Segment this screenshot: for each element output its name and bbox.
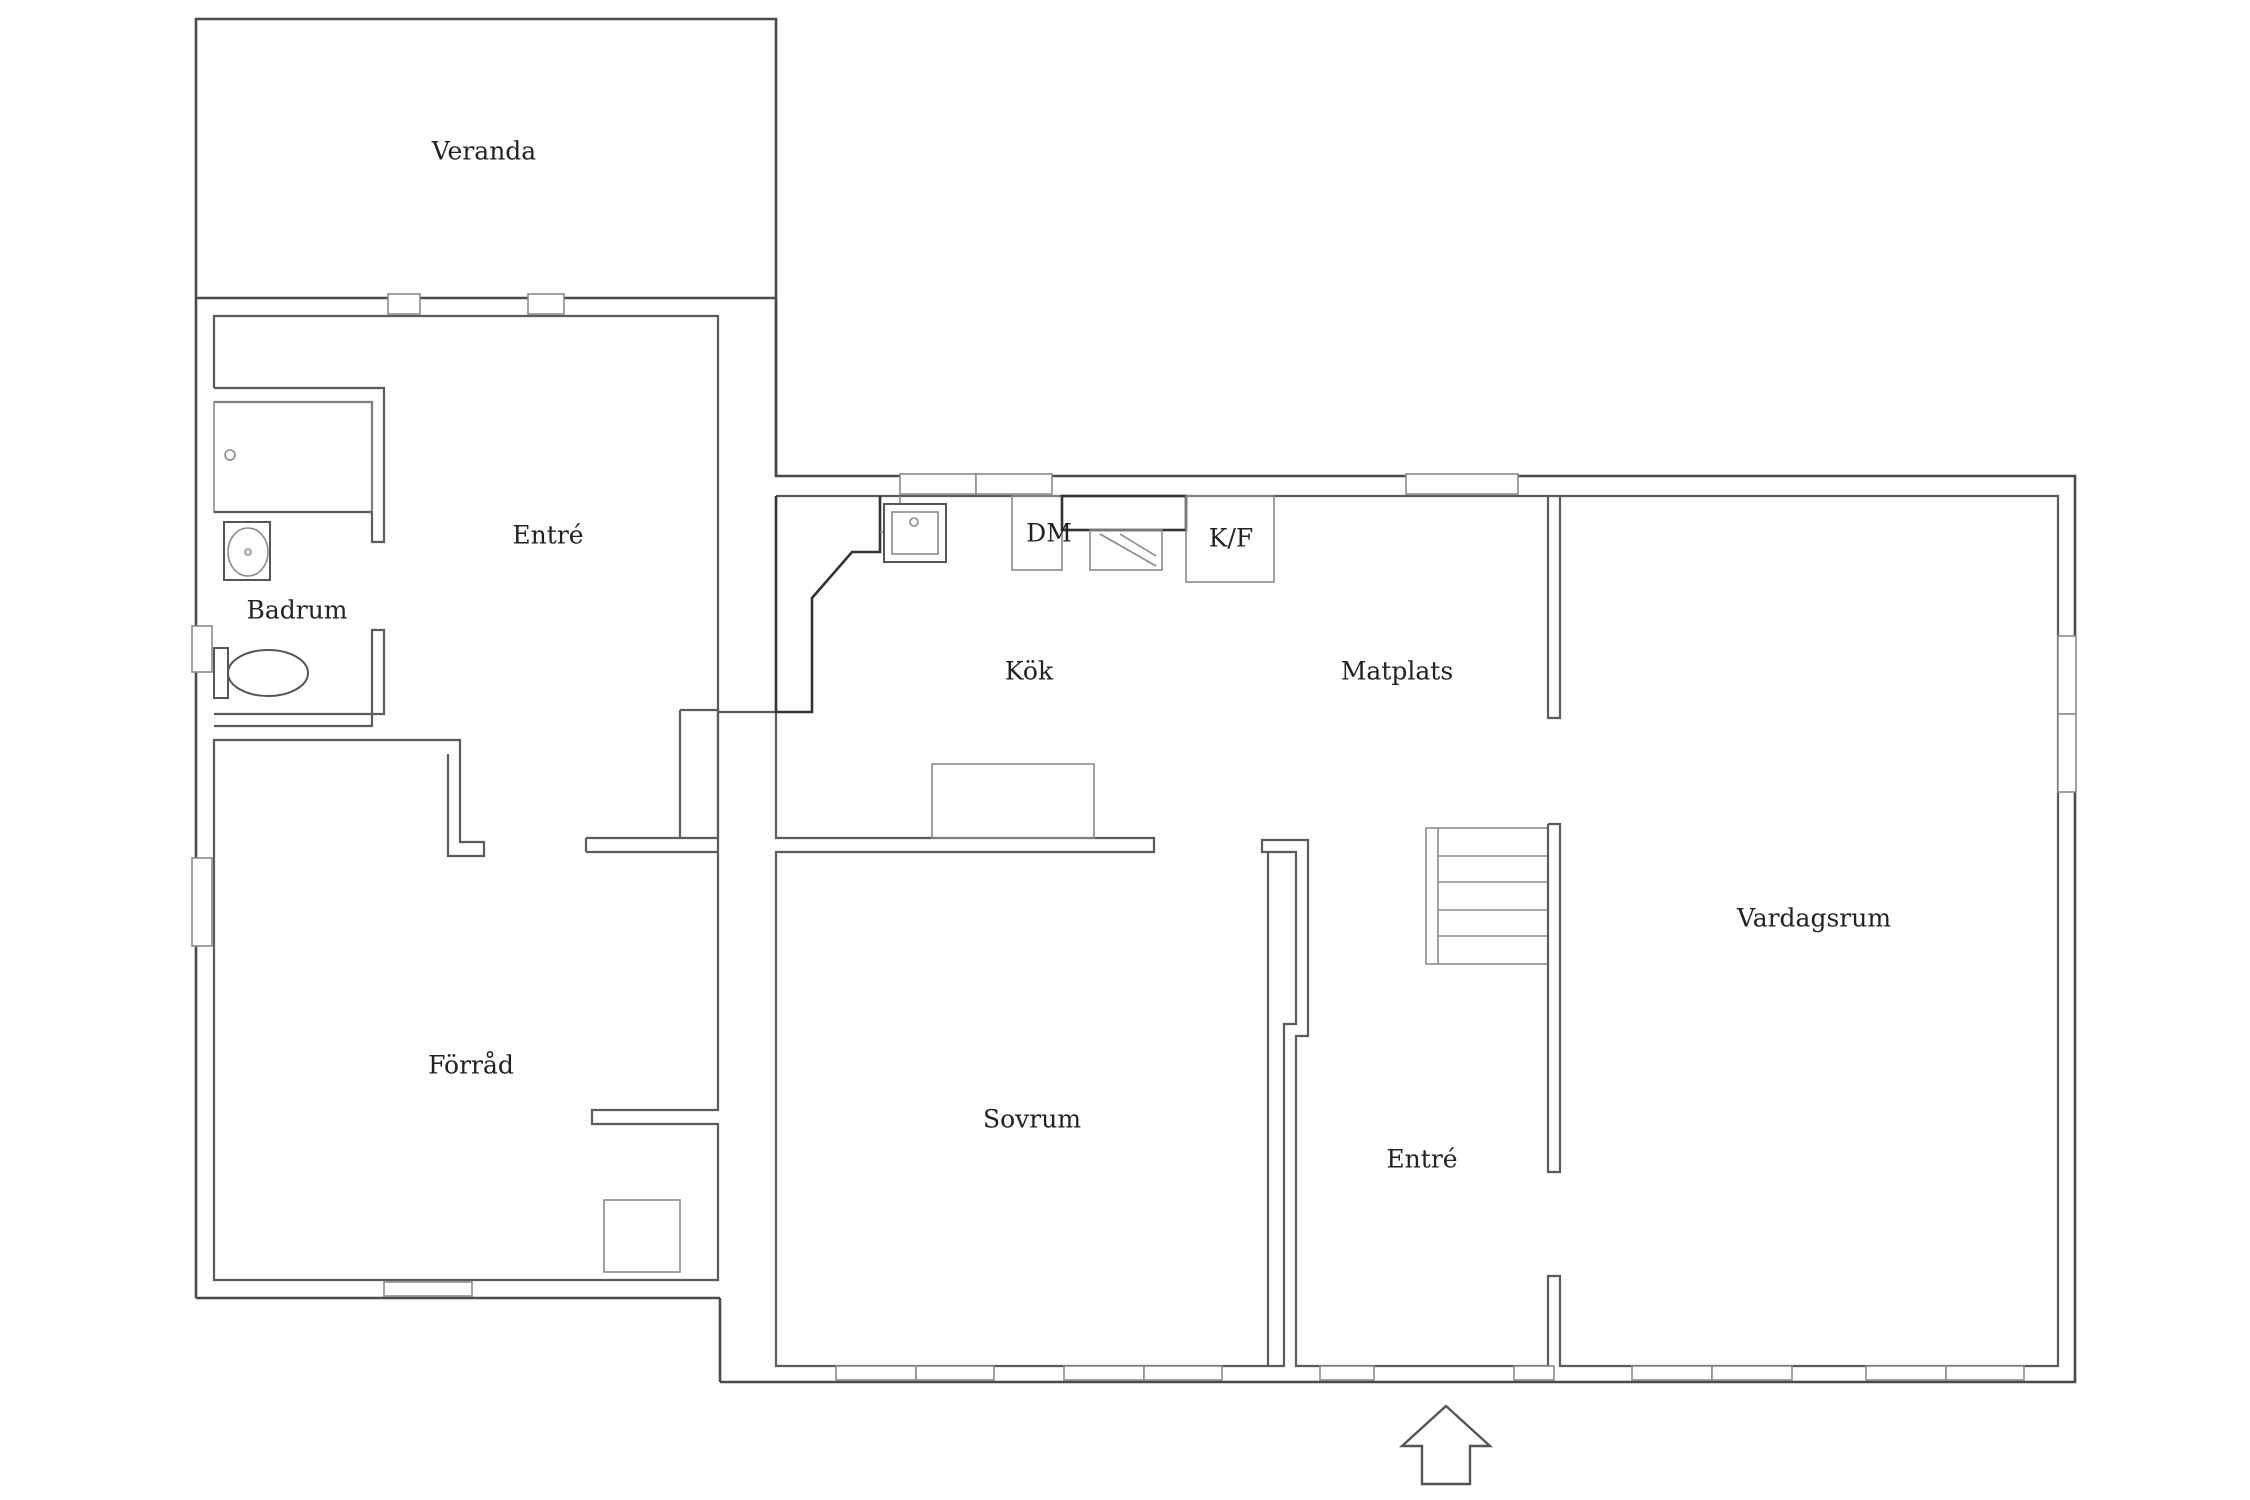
washbasin-bowl bbox=[227, 527, 269, 577]
label-kf: K/F bbox=[1209, 524, 1253, 553]
window bbox=[191, 625, 213, 673]
fridge-freezer bbox=[1185, 495, 1275, 583]
window bbox=[191, 857, 213, 947]
sink-drain bbox=[909, 517, 919, 527]
window bbox=[383, 1281, 473, 1297]
sink bbox=[883, 503, 947, 563]
storage-box bbox=[603, 1199, 681, 1273]
label-entre-main: Entré bbox=[1386, 1145, 1457, 1174]
window bbox=[1711, 1365, 1793, 1381]
shower-cabin bbox=[213, 401, 373, 513]
window bbox=[1631, 1365, 1713, 1381]
window bbox=[1319, 1365, 1375, 1381]
kitchen-counter bbox=[774, 496, 882, 714]
shower-partition bbox=[214, 386, 386, 544]
label-dm: DM bbox=[1026, 519, 1072, 548]
window bbox=[1143, 1365, 1223, 1381]
chimney-block bbox=[678, 708, 720, 840]
oven-diag-2 bbox=[1119, 533, 1157, 557]
toilet-bowl bbox=[227, 649, 309, 697]
windows bbox=[191, 293, 2077, 1381]
window bbox=[835, 1365, 917, 1381]
label-sovrum: Sovrum bbox=[983, 1105, 1081, 1134]
bath-partition bbox=[214, 628, 386, 728]
window bbox=[1945, 1365, 2025, 1381]
window bbox=[1513, 1365, 1555, 1381]
west-wing-walls bbox=[194, 296, 778, 1382]
sink-basin bbox=[891, 511, 939, 555]
bathroom-fixtures bbox=[213, 449, 309, 699]
window bbox=[975, 473, 1053, 495]
label-matplats: Matplats bbox=[1341, 657, 1453, 686]
window bbox=[915, 1365, 995, 1381]
oven-diag bbox=[1099, 533, 1157, 567]
veranda-area bbox=[194, 17, 778, 298]
window bbox=[2057, 635, 2077, 715]
entrance-arrow-icon bbox=[1398, 1404, 1494, 1486]
kitchen-fixtures bbox=[883, 494, 1275, 583]
window bbox=[1865, 1365, 1947, 1381]
label-vardagsrum: Vardagsrum bbox=[1736, 904, 1891, 933]
fireplace bbox=[931, 763, 1095, 839]
living-divider bbox=[1546, 496, 1562, 720]
label-kok: Kök bbox=[1005, 657, 1054, 686]
veranda-outline bbox=[194, 17, 778, 298]
window bbox=[2057, 713, 2077, 793]
main-house-walls bbox=[718, 298, 2077, 1384]
main-inner-lines bbox=[718, 494, 2060, 1368]
washbasin-drain bbox=[244, 548, 252, 556]
toilet-tank bbox=[213, 647, 229, 699]
stair-wall bbox=[1546, 822, 1562, 1174]
room-labels: Veranda Entré Badrum Förråd Kök DM K/F M… bbox=[246, 137, 1891, 1174]
window bbox=[1063, 1365, 1145, 1381]
west-inner-lines bbox=[212, 314, 720, 1282]
stove-top bbox=[1060, 494, 1188, 532]
stair bbox=[1425, 827, 1549, 965]
oven bbox=[1089, 529, 1163, 571]
shower-head bbox=[224, 449, 236, 461]
window bbox=[899, 473, 977, 495]
label-forrad: Förråd bbox=[428, 1051, 514, 1080]
label-entre-west: Entré bbox=[512, 521, 583, 550]
dishwasher-box bbox=[1011, 495, 1063, 571]
window bbox=[527, 293, 565, 315]
washbasin bbox=[223, 521, 271, 581]
window bbox=[1405, 473, 1519, 495]
label-badrum: Badrum bbox=[246, 596, 347, 625]
window bbox=[387, 293, 421, 315]
label-veranda: Veranda bbox=[431, 137, 537, 166]
